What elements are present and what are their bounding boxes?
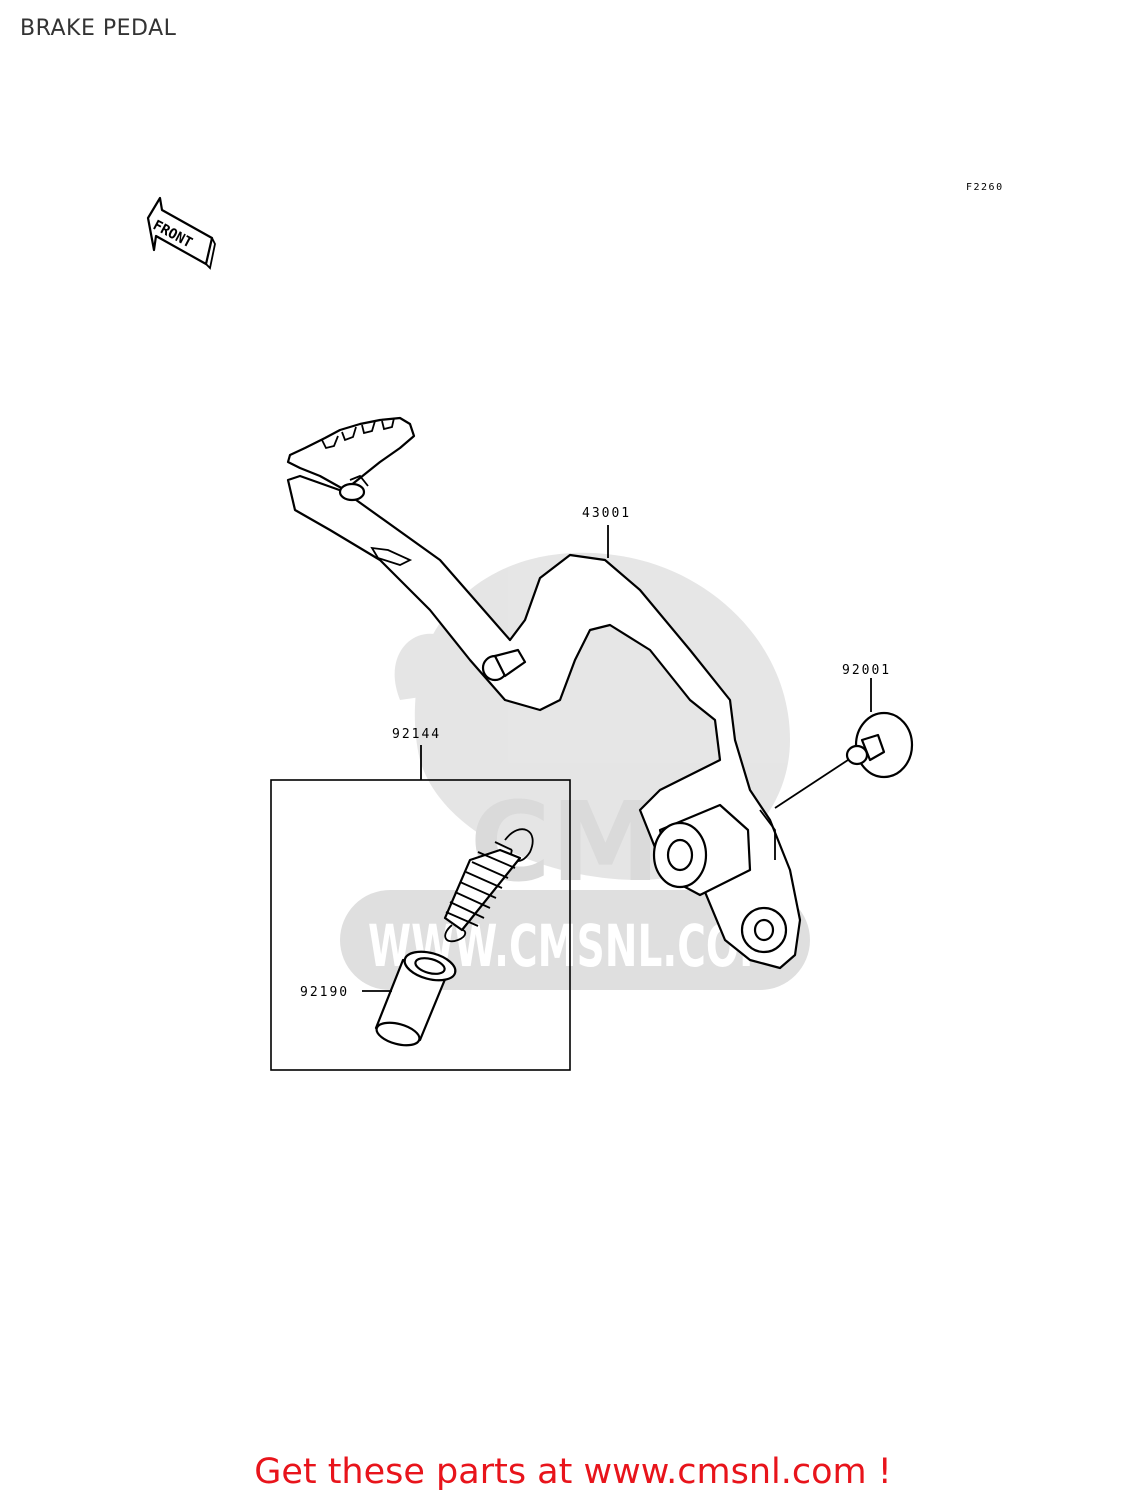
front-arrow-icon: FRONT xyxy=(146,196,216,270)
collar-drawing xyxy=(362,950,457,1047)
page-title: BRAKE PEDAL xyxy=(20,16,177,41)
part-label-92190: 92190 xyxy=(300,985,349,1000)
return-spring-drawing xyxy=(443,828,534,943)
part-label-92144: 92144 xyxy=(392,727,441,742)
part-label-92001: 92001 xyxy=(842,663,891,678)
part-label-43001: 43001 xyxy=(582,506,631,521)
promo-link[interactable]: Get these parts at www.cmsnl.com ! xyxy=(254,1452,892,1492)
brake-pedal-drawing xyxy=(286,416,802,970)
spring-kit-box xyxy=(270,745,571,1071)
figure-code: F2260 xyxy=(966,182,1004,193)
pivot-bolt-drawing xyxy=(774,678,914,809)
